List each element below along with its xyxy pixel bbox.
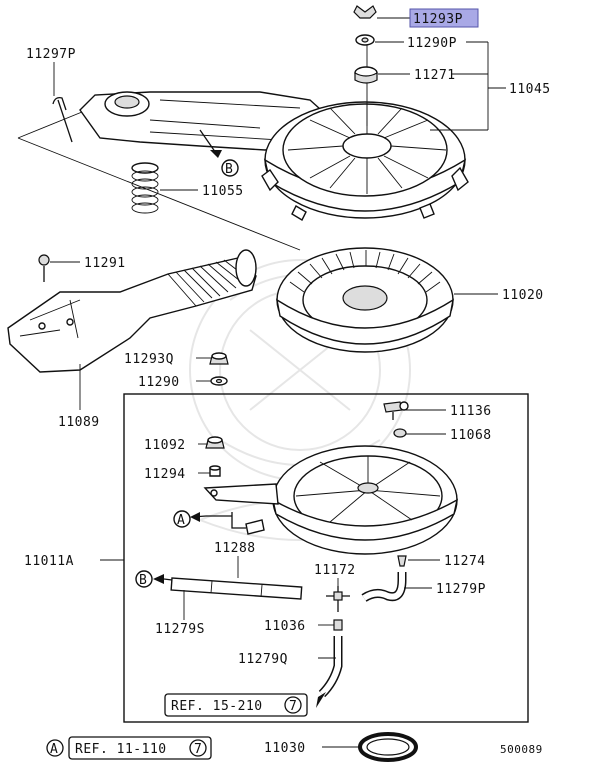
clip-11274-drawing <box>397 555 407 567</box>
hose-11279Q-drawing <box>316 636 343 708</box>
marker-b-top-letter: B <box>225 162 233 177</box>
label-11290P[interactable]: 11290P <box>407 36 457 51</box>
arrow-marker-b-mid: B <box>135 570 173 588</box>
bolt-11291-drawing <box>38 254 50 282</box>
label-11030[interactable]: 11030 <box>264 741 306 756</box>
label-11274[interactable]: 11274 <box>444 554 486 569</box>
hose-11288-drawing <box>170 577 303 600</box>
hose-11279P-drawing <box>361 572 407 602</box>
reference-11-110-text: REF. 11-110 <box>75 742 167 757</box>
label-11293P[interactable]: 11293P <box>413 12 463 27</box>
arrow-marker-a-mid: A <box>173 510 232 528</box>
leader-lines <box>50 17 506 748</box>
part-labels: 11293P 11290P 11271 11045 11297P 11055 1… <box>24 8 551 756</box>
label-11036[interactable]: 11036 <box>264 619 306 634</box>
label-11136[interactable]: 11136 <box>450 404 492 419</box>
seal-11271-drawing <box>354 66 378 84</box>
joint-11036-drawing <box>333 619 343 631</box>
label-11011A[interactable]: 11011A <box>24 554 74 569</box>
label-11092[interactable]: 11092 <box>144 438 186 453</box>
marker-a-mid-letter: A <box>177 513 185 528</box>
air-filter-11020-drawing <box>276 247 454 353</box>
snorkel-intake-lines <box>17 111 301 251</box>
intake-duct-11089-drawing <box>7 249 257 373</box>
air-cleaner-cover-11045-drawing <box>79 40 469 221</box>
nut-11092-drawing <box>205 436 225 449</box>
label-11293Q[interactable]: 11293Q <box>124 352 174 367</box>
clip-pin-11297P-drawing <box>52 96 73 143</box>
label-11055[interactable]: 11055 <box>202 184 244 199</box>
assembly-box-11011A <box>123 393 529 723</box>
label-11290[interactable]: 11290 <box>138 375 180 390</box>
reference-15-210-text: REF. 15-210 <box>171 699 263 714</box>
arrow-marker-b-top: B <box>199 129 239 177</box>
marker-b-mid-letter: B <box>139 573 147 588</box>
label-11294[interactable]: 11294 <box>144 467 186 482</box>
grommet-11068-drawing <box>393 428 407 438</box>
nut-11293Q-drawing <box>209 352 229 365</box>
label-11172[interactable]: 11172 <box>314 563 356 578</box>
highlight-box-11293P <box>409 8 479 28</box>
label-11045[interactable]: 11045 <box>509 82 551 97</box>
reference-15-210[interactable]: REF. 15-210 7 <box>164 693 308 717</box>
seal-ring-11030-drawing <box>358 732 418 762</box>
label-11068[interactable]: 11068 <box>450 428 492 443</box>
connector-11172-drawing <box>326 586 350 612</box>
label-11020[interactable]: 11020 <box>502 288 544 303</box>
washer-11290P-drawing <box>355 34 375 46</box>
diagram-code: 500089 <box>500 743 543 756</box>
label-11297P[interactable]: 11297P <box>26 47 76 62</box>
vacuum-valve-11136-drawing <box>383 401 409 420</box>
wing-nut-11293P-drawing <box>353 5 377 19</box>
washer-11290-drawing <box>210 376 228 386</box>
label-11288[interactable]: 11288 <box>214 541 256 556</box>
label-11279P[interactable]: 11279P <box>436 582 486 597</box>
cap-11294-drawing <box>209 465 221 477</box>
reference-11-110-number: 7 <box>194 742 202 757</box>
label-11279Q[interactable]: 11279Q <box>238 652 288 667</box>
label-11271[interactable]: 11271 <box>414 68 456 83</box>
marker-a-bottom-letter: A <box>50 742 58 757</box>
label-11279S[interactable]: 11279S <box>155 622 205 637</box>
label-11291[interactable]: 11291 <box>84 256 126 271</box>
case-11011A-drawing <box>203 445 459 555</box>
spring-11055-drawing <box>131 162 159 214</box>
reference-11-110[interactable]: A REF. 11-110 7 <box>46 736 212 760</box>
label-11089[interactable]: 11089 <box>58 415 100 430</box>
reference-15-210-number: 7 <box>289 699 297 714</box>
